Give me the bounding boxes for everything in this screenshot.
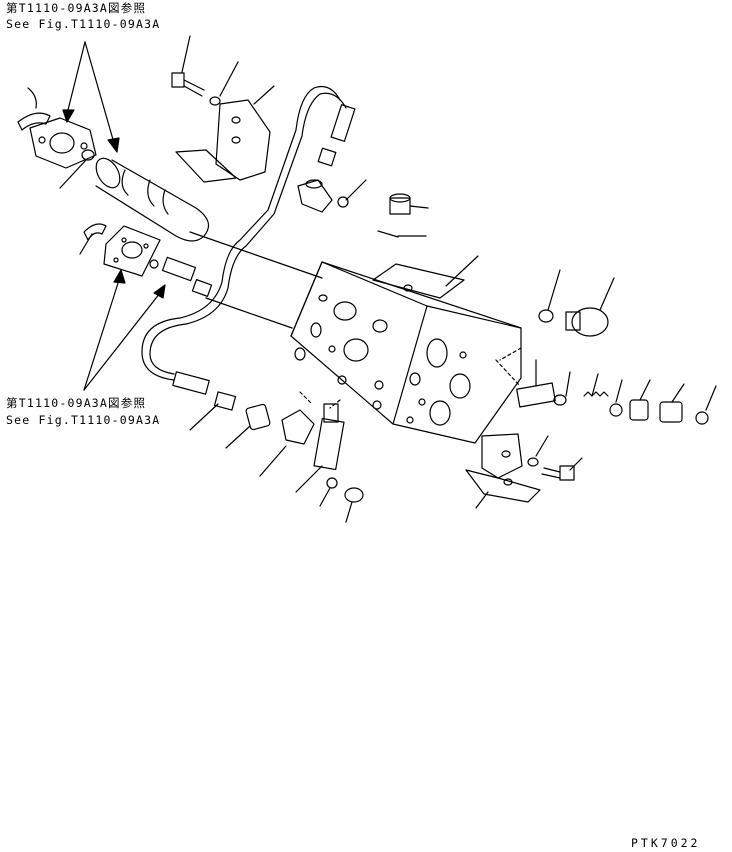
hose-end-fitting bbox=[173, 372, 236, 410]
accumulator bbox=[91, 154, 322, 278]
o-ring-right bbox=[539, 310, 553, 322]
connector-lower bbox=[282, 410, 314, 444]
shim-top bbox=[378, 231, 398, 237]
hose-loop-inner bbox=[150, 93, 346, 374]
reference-note-top-english: See Fig.T1110-09A3A bbox=[6, 17, 161, 31]
reference-arrows-bottom bbox=[84, 270, 165, 390]
washer-top bbox=[210, 97, 220, 105]
o-ring-flange bbox=[82, 150, 94, 160]
pressure-switch-right bbox=[566, 308, 608, 336]
reference-note-top-japanese: 第T1110-09A3A図参照 bbox=[6, 1, 147, 15]
retainer-ring-top bbox=[18, 113, 50, 130]
washer-lower-right bbox=[528, 458, 538, 466]
leader-lines bbox=[28, 36, 716, 522]
gasket-plate bbox=[373, 264, 464, 298]
square-flange-mid bbox=[104, 226, 160, 276]
elbow-fitting bbox=[298, 180, 332, 212]
pressure-sensor bbox=[150, 257, 212, 296]
reference-note-bottom-english: See Fig.T1110-09A3A bbox=[6, 413, 161, 427]
bolt-top bbox=[172, 73, 204, 96]
valve-cartridge-right bbox=[517, 383, 708, 424]
bracket-lower-right bbox=[466, 434, 540, 502]
flange-top-left bbox=[30, 118, 96, 168]
hose-fitting-top bbox=[318, 105, 355, 166]
o-ring-lower bbox=[327, 478, 337, 488]
o-ring-elbow bbox=[338, 197, 348, 207]
check-valve-vertical bbox=[314, 404, 344, 470]
valve-block bbox=[291, 262, 521, 443]
reference-note-bottom-japanese: 第T1110-09A3A図参照 bbox=[6, 396, 147, 410]
bolt-lower-right bbox=[542, 466, 574, 480]
connection-lines bbox=[300, 348, 521, 408]
line-sensor-to-block bbox=[206, 298, 292, 328]
retainer-ring-mid bbox=[84, 224, 106, 240]
cap-lower bbox=[345, 488, 363, 502]
adapter-lower bbox=[245, 404, 270, 430]
reference-arrows-top bbox=[63, 42, 119, 152]
plug-top bbox=[390, 194, 410, 214]
drawing-code: PTK7022 bbox=[631, 836, 701, 850]
hose-loop bbox=[142, 87, 340, 381]
bracket-top bbox=[176, 100, 270, 182]
